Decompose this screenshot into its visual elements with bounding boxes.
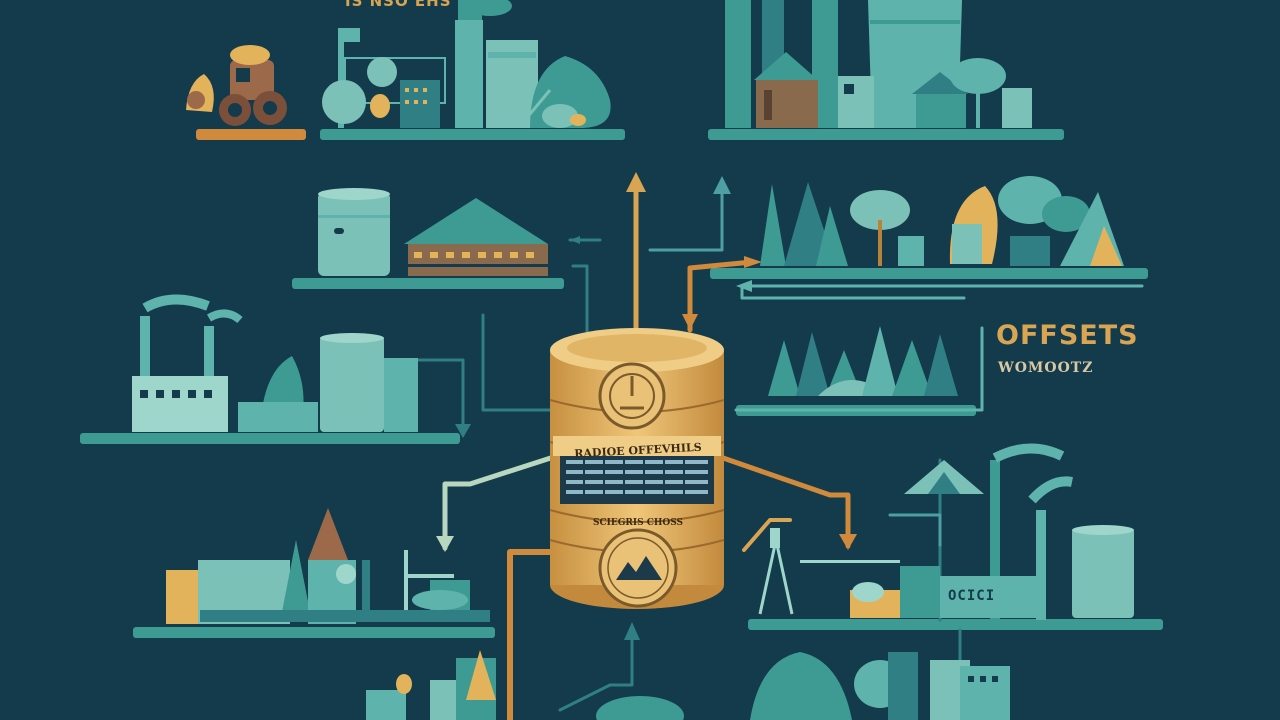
arrow-right-orange-icon (744, 256, 762, 268)
headline-subtitle: WOMOOTZ (998, 360, 1094, 376)
bottom-left-plant-icon (166, 508, 490, 624)
arrow-up-teal-icon (713, 176, 731, 194)
top-caption: IS NSO EHS (345, 0, 452, 10)
arrowheads (436, 172, 857, 640)
connector-teal-5 (408, 358, 465, 432)
tractor-icon (186, 45, 287, 126)
connector-teal-2 (571, 264, 589, 348)
plant-plate-label: OCICI (948, 588, 996, 604)
arrow-up-icon (626, 172, 646, 192)
arrow-down-right-icon (839, 534, 857, 550)
flow-right-down (697, 447, 851, 549)
arrow-left-small-icon (570, 236, 580, 244)
shelf-bottom-left (133, 627, 495, 638)
arrow-left-teal-icon (736, 280, 752, 292)
flow-bottom-left (507, 549, 556, 720)
connector-teal-3 (648, 188, 724, 252)
shelf-top-left (196, 129, 306, 140)
shelf-top-center (320, 129, 625, 140)
flow-orange-right (687, 259, 755, 333)
shelf-bottom-right (748, 619, 1163, 630)
tree-icon (760, 184, 786, 266)
shelf-top-right (708, 129, 1064, 140)
connector-teal-4 (481, 313, 562, 412)
connector-teal-bottom-2 (888, 513, 942, 547)
flow-left-down (442, 452, 563, 551)
shelf-mid-right (710, 268, 1148, 279)
coin-lower-band-label: SCIEGRIS CHOSS (592, 518, 684, 528)
forest-icon (760, 176, 1124, 266)
arrow-up-bottom-icon (624, 622, 640, 640)
top-right-plant-icon (725, 0, 1032, 128)
arrow-down-orange-icon (682, 314, 698, 330)
shelf-mid-left (292, 278, 564, 289)
shelf-left (80, 433, 460, 444)
headline-title: OFFSETS (996, 320, 1139, 351)
arrow-down-teal-icon (455, 424, 471, 438)
left-factory-icon (132, 294, 418, 432)
connector-right-loop (740, 284, 1144, 300)
mountain-seal-icon (598, 528, 678, 608)
right-bottom-plant-icon (758, 443, 1134, 620)
arrow-down-left-icon (436, 536, 454, 552)
flow-bottom-right (742, 518, 792, 552)
clock-dial-icon (598, 362, 666, 430)
right-forest-icon (768, 326, 958, 396)
storage-building-icon (318, 188, 548, 276)
connector-bottom-center (558, 633, 634, 712)
top-factory-icon (322, 0, 611, 128)
bottom-row-icons (366, 650, 1010, 720)
connector-right-mid (734, 326, 984, 412)
